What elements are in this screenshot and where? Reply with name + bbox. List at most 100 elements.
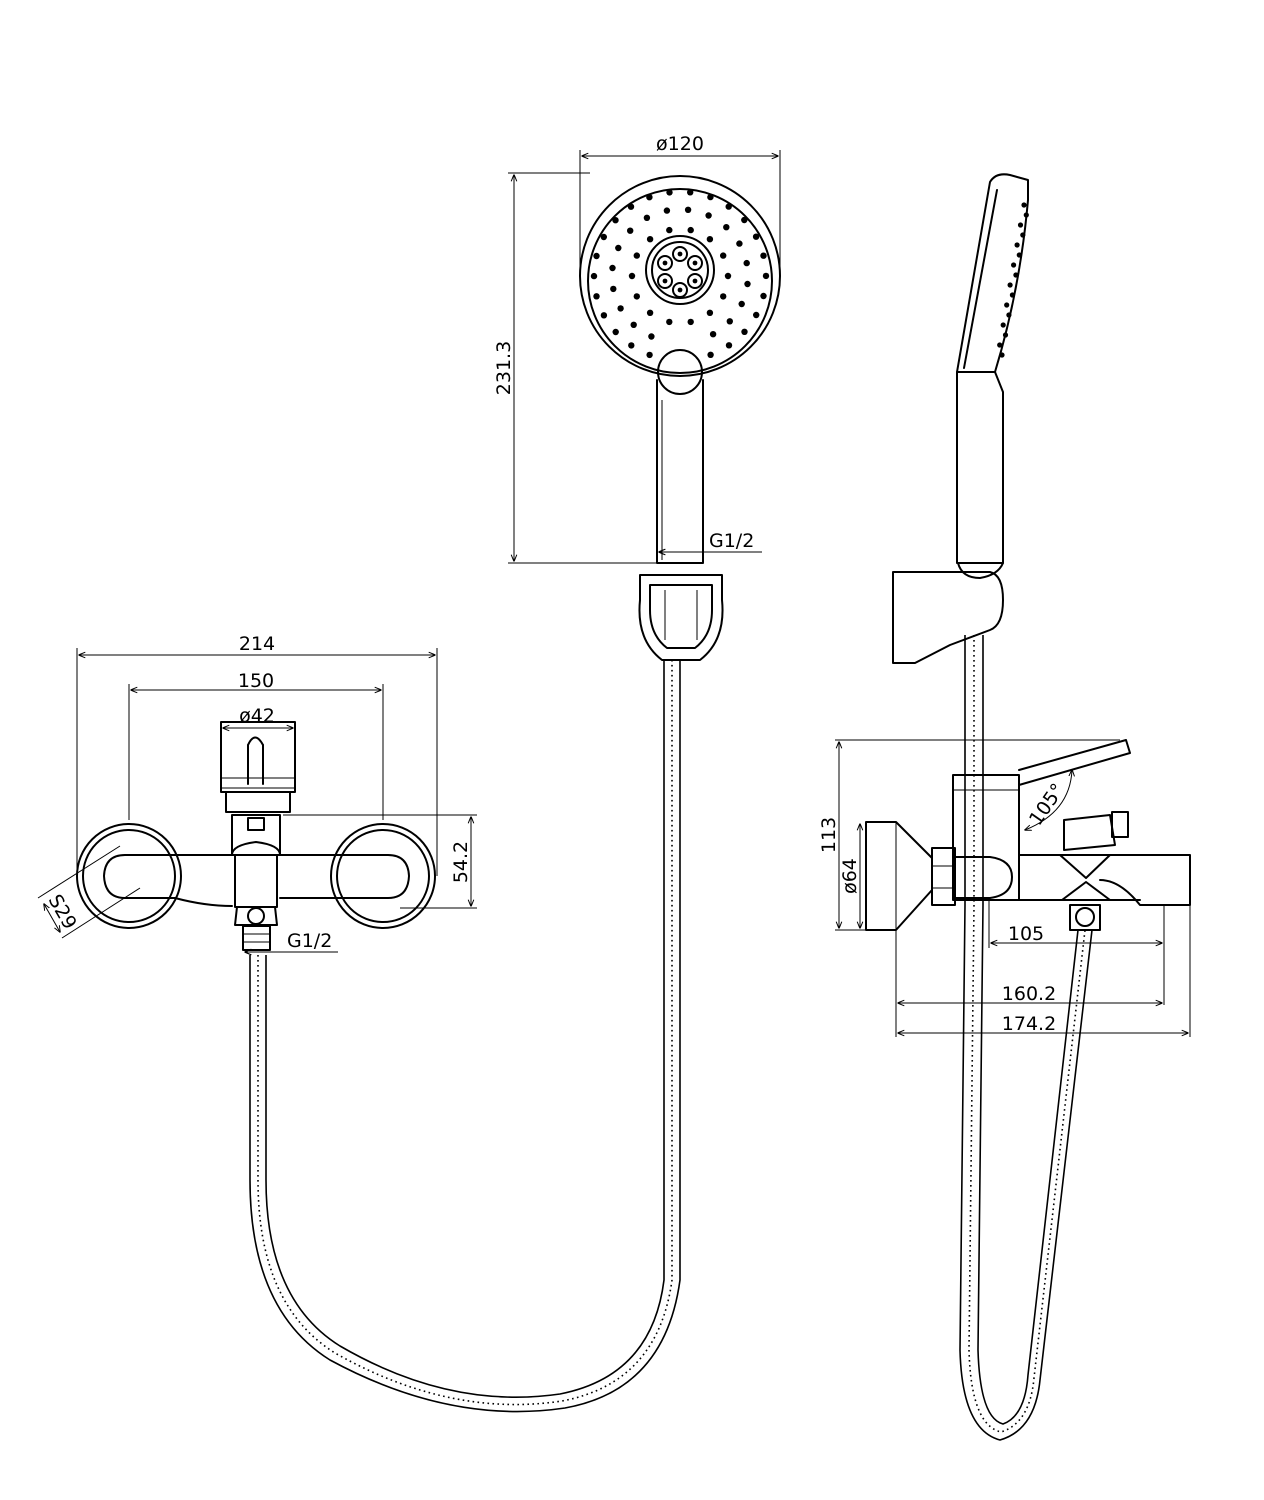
spray-nozzle	[646, 351, 653, 359]
spray-nozzle	[628, 272, 636, 280]
spray-nozzle	[593, 252, 600, 260]
spray-nozzle	[593, 293, 600, 300]
dimension-handset-length: 231.3	[493, 172, 657, 564]
spray-nozzle	[627, 203, 635, 210]
spray-nozzle	[615, 244, 622, 252]
escutcheon-height-label: 54.2	[450, 841, 472, 883]
spray-nozzle	[741, 328, 748, 335]
spray-nozzle	[630, 321, 637, 328]
spray-nozzle	[753, 311, 760, 319]
spray-nozzle	[666, 226, 673, 234]
spray-nozzle	[720, 252, 727, 259]
side-spray-nozzle	[1007, 282, 1013, 288]
spray-nozzle	[725, 342, 733, 349]
spray-nozzle	[590, 272, 598, 280]
spray-nozzle	[627, 227, 634, 234]
dimension-escutcheon-diameter: ø64	[839, 824, 861, 928]
side-spray-nozzle	[1013, 272, 1019, 278]
dimension-escutcheon-height: 54.2	[283, 814, 477, 909]
centers-label: 150	[238, 670, 274, 692]
spray-nozzle	[646, 309, 654, 316]
dimension-outlet-thread: G1/2	[245, 930, 338, 952]
spray-nozzle	[762, 272, 770, 280]
spray-nozzle	[709, 331, 717, 338]
spray-nozzle	[633, 293, 640, 300]
dimension-handset-thread: G1/2	[659, 530, 762, 552]
spray-nozzle	[646, 236, 654, 243]
spray-nozzle	[760, 252, 767, 259]
spray-nozzle	[633, 252, 640, 259]
side-spray-nozzle	[1016, 252, 1022, 258]
spray-nozzle	[648, 333, 655, 340]
mixer-side-view	[865, 739, 1191, 931]
side-spray-nozzle	[1020, 232, 1026, 238]
side-spray-nozzle	[1000, 322, 1006, 328]
showerhead-diameter-label: ø120	[656, 133, 704, 155]
outlet-thread-label: G1/2	[287, 930, 332, 952]
body-diameter-label: ø42	[239, 705, 275, 727]
side-spray-nozzle	[1004, 302, 1010, 308]
spray-nozzle	[760, 292, 767, 300]
dimension-spout-105: 105	[988, 900, 1165, 1005]
spray-nozzle	[724, 272, 732, 280]
dimension-eccentric-offset: S29	[37, 845, 141, 939]
side-spray-nozzles	[997, 202, 1029, 358]
side-height-label: 113	[818, 817, 840, 853]
spray-nozzle	[726, 318, 733, 325]
spray-nozzle	[646, 194, 653, 201]
spout-105-label: 105	[1008, 923, 1044, 945]
side-spray-nozzle	[1017, 222, 1024, 228]
dimension-body-diameter: ø42	[223, 705, 293, 728]
dimension-centers: 150	[128, 670, 384, 820]
side-spray-nozzle	[1014, 242, 1020, 248]
side-spray-nozzle	[1006, 312, 1012, 318]
spray-nozzles	[590, 189, 770, 359]
handset-side-view	[892, 173, 1029, 664]
spray-nozzle	[743, 259, 750, 267]
spray-nozzle	[706, 236, 714, 243]
overall-width-label: 214	[239, 633, 275, 655]
spray-nozzle	[723, 224, 730, 231]
escutcheon-diameter-label: ø64	[839, 858, 861, 894]
dimension-spout-160: 160.2	[895, 930, 1162, 1037]
dimension-side-height: 113	[818, 739, 1120, 931]
dimension-overall-width: 214	[76, 633, 438, 876]
spray-nozzle	[609, 264, 616, 272]
spray-nozzle	[687, 226, 694, 234]
spray-nozzle	[663, 207, 671, 214]
spray-nozzle	[643, 214, 651, 221]
spray-nozzle	[687, 318, 694, 326]
shower-hose-side	[959, 635, 1093, 1441]
spray-nozzle	[725, 203, 732, 210]
spray-nozzle	[736, 240, 743, 247]
spray-nozzle	[612, 328, 619, 336]
side-spray-nozzle	[1023, 212, 1029, 218]
spray-nozzle	[744, 280, 751, 288]
lever-angle-label: 105°	[1025, 780, 1069, 830]
spout-160-label: 160.2	[1002, 983, 1056, 1005]
spray-nozzle	[666, 318, 673, 326]
side-spray-nozzle	[1021, 202, 1027, 208]
handset-front-view	[579, 175, 781, 564]
spray-nozzle	[741, 216, 748, 224]
side-spray-nozzle	[1009, 292, 1016, 298]
handset-holder-front	[638, 574, 724, 661]
spray-nozzle	[720, 293, 727, 300]
spray-nozzle	[610, 285, 617, 293]
handset-thread-label: G1/2	[709, 530, 754, 552]
spray-nozzle	[687, 189, 694, 196]
spray-nozzle	[738, 300, 745, 308]
spray-nozzle	[600, 233, 607, 241]
center-nozzles	[657, 246, 703, 298]
spray-nozzle	[600, 312, 608, 319]
spray-nozzle	[612, 217, 619, 224]
spout-174-label: 174.2	[1002, 1013, 1056, 1035]
side-spray-nozzle	[1011, 262, 1017, 268]
spray-nozzle	[617, 305, 624, 312]
shower-hose-front	[249, 660, 681, 1413]
spray-nozzle	[706, 309, 714, 316]
spray-nozzle	[628, 342, 635, 349]
spray-nozzle	[666, 189, 673, 196]
spray-nozzle	[684, 206, 692, 213]
dimension-spout-174: 174.2	[898, 905, 1191, 1037]
